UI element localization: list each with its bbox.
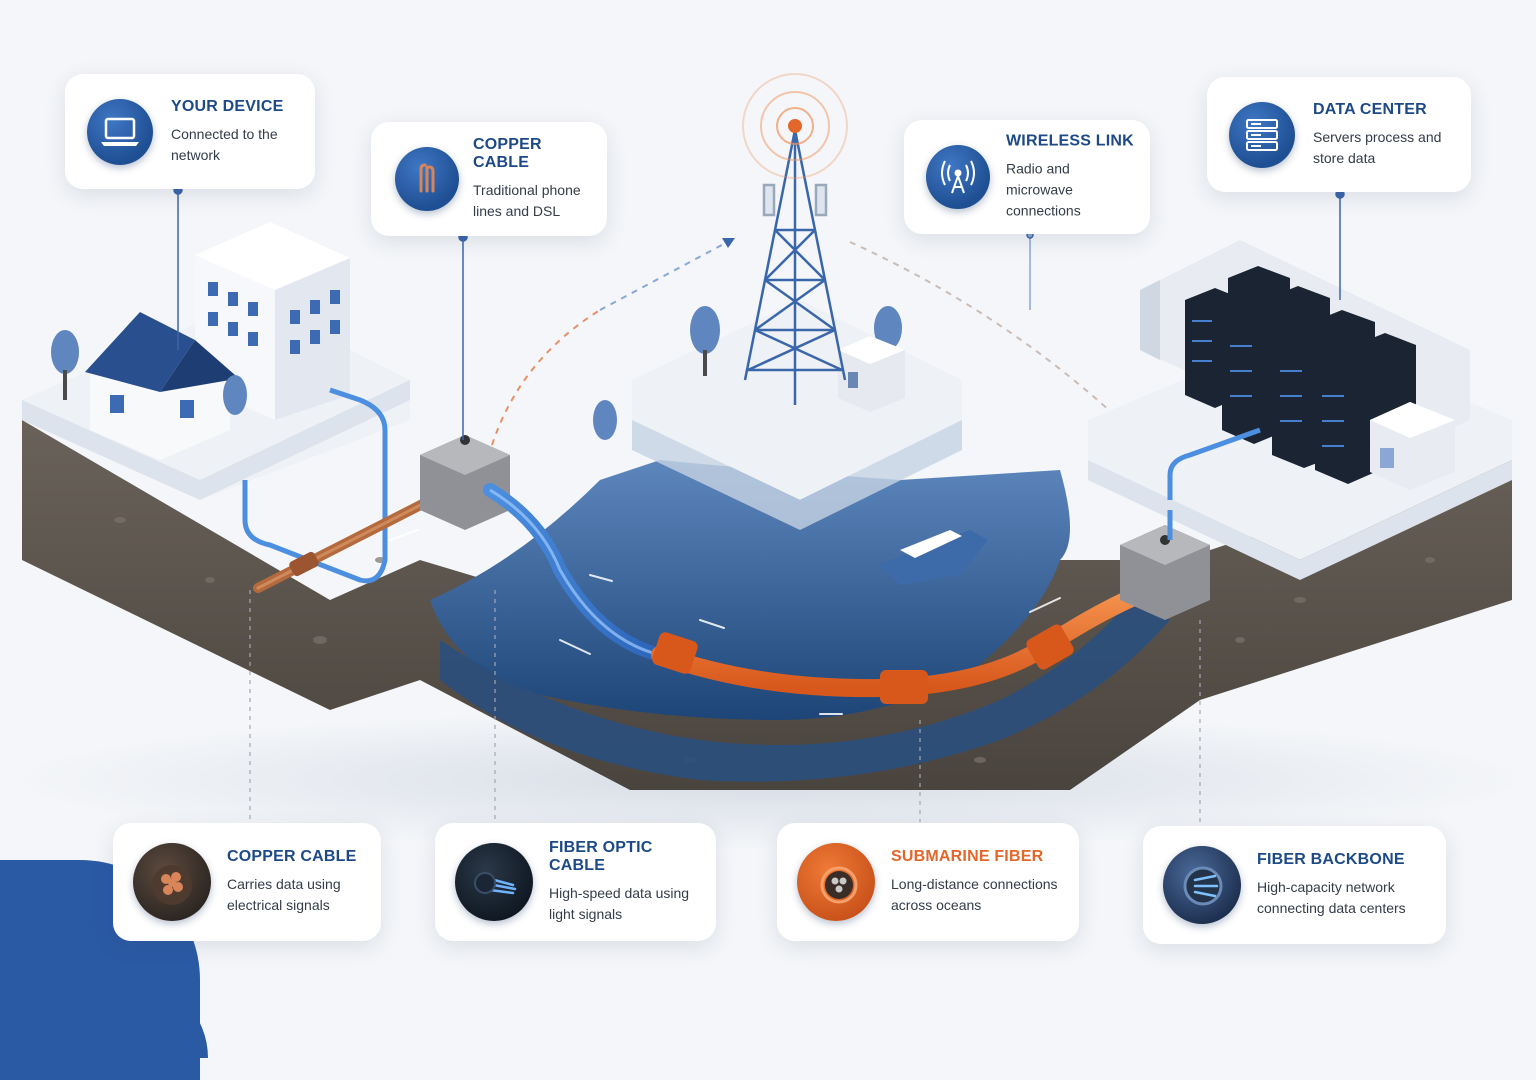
fiber-backbone-cross-section-icon xyxy=(1163,846,1241,924)
card-title: FIBER OPTIC CABLE xyxy=(549,839,653,874)
submarine-cable-cross-section-icon xyxy=(797,843,875,921)
copper-cable-cross-section-icon xyxy=(133,843,211,921)
submarine-cable-line xyxy=(651,581,1159,704)
junction-box-right xyxy=(1120,525,1210,620)
card-title: WIRELESS LINK xyxy=(1006,132,1134,150)
radio-antenna-icon xyxy=(926,145,990,209)
callout-connectors-bottom xyxy=(249,590,1201,822)
tower-island xyxy=(593,300,962,530)
card-title: FIBER BACKBONE xyxy=(1257,851,1405,868)
antenna-beacon xyxy=(788,119,802,133)
network-scene-illustration xyxy=(10,73,1530,850)
cell-tower xyxy=(743,129,847,405)
wireless-arc-left-upper xyxy=(599,237,736,311)
copper-underground-line xyxy=(253,485,455,593)
card-submarine-fiber: SUBMARINE FIBER Long-distance connection… xyxy=(777,823,1079,941)
junction-box-left xyxy=(420,435,510,530)
card-title: COPPER CABLE xyxy=(473,136,542,171)
card-title: YOUR DEVICE xyxy=(171,97,284,115)
server-rack-icon xyxy=(1229,101,1295,168)
laptop-icon xyxy=(87,98,153,165)
card-title: DATA CENTER xyxy=(1313,100,1427,118)
wireless-arc-left xyxy=(491,309,601,446)
fiber-optic-cross-section-icon xyxy=(455,843,533,921)
water-channel xyxy=(389,460,1170,782)
datacenter-platform xyxy=(1088,240,1512,580)
residential-platform xyxy=(22,222,410,584)
card-title: COPPER CABLE xyxy=(227,848,357,865)
copper-wires-icon xyxy=(395,147,459,211)
card-title: SUBMARINE FIBER xyxy=(891,848,1044,865)
radio-waves xyxy=(742,73,848,179)
